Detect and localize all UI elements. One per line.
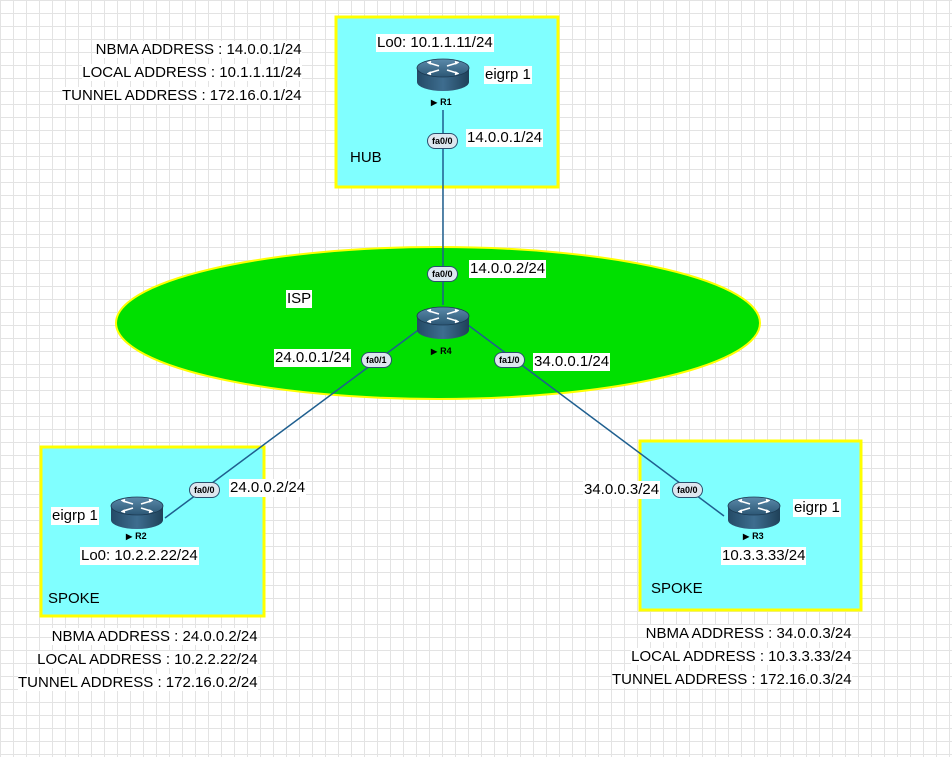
spoke-left-local-address: LOCAL ADDRESS : 10.2.2.22/24 bbox=[37, 651, 258, 668]
spoke-right-ip-label: 34.0.0.3/24 bbox=[583, 481, 661, 499]
hub-protocol-label: eigrp 1 bbox=[484, 66, 532, 84]
spoke-right-nbma-address: NBMA ADDRESS : 34.0.0.3/24 bbox=[645, 625, 852, 642]
router-r2-name: ▶R2 bbox=[126, 531, 147, 541]
spoke-left-nbma-address: NBMA ADDRESS : 24.0.0.2/24 bbox=[51, 628, 258, 645]
isp-port-left-label: fa0/1 bbox=[361, 352, 392, 368]
isp-ip-top-label: 14.0.0.2/24 bbox=[469, 260, 547, 278]
spoke-right-info-block: NBMA ADDRESS : 34.0.0.3/24 LOCAL ADDRESS… bbox=[612, 622, 852, 691]
hub-info-block: NBMA ADDRESS : 14.0.0.1/24 LOCAL ADDRESS… bbox=[62, 38, 302, 107]
isp-port-top-label: fa0/0 bbox=[427, 266, 458, 282]
spoke-left-protocol-label: eigrp 1 bbox=[51, 507, 99, 525]
isp-zone-label: ISP bbox=[286, 290, 313, 308]
hub-tunnel-address: TUNNEL ADDRESS : 172.16.0.1/24 bbox=[62, 87, 302, 104]
spoke-left-zone bbox=[39, 445, 266, 618]
router-r2-icon[interactable] bbox=[110, 496, 164, 530]
spoke-left-info-block: NBMA ADDRESS : 24.0.0.2/24 LOCAL ADDRESS… bbox=[18, 625, 258, 694]
router-r3-icon[interactable] bbox=[727, 496, 781, 530]
spoke-right-zone-label: SPOKE bbox=[651, 580, 703, 597]
spoke-right-protocol-label: eigrp 1 bbox=[793, 499, 841, 517]
spoke-left-ip-label: 24.0.0.2/24 bbox=[229, 479, 307, 497]
spoke-right-loopback-label: 10.3.3.33/24 bbox=[721, 547, 807, 565]
spoke-right-local-address: LOCAL ADDRESS : 10.3.3.33/24 bbox=[631, 648, 852, 665]
isp-ip-right-label: 34.0.0.1/24 bbox=[533, 353, 611, 371]
hub-port-label: fa0/0 bbox=[427, 133, 458, 149]
hub-zone-label: HUB bbox=[350, 149, 382, 166]
hub-local-address: LOCAL ADDRESS : 10.1.1.11/24 bbox=[82, 64, 302, 81]
isp-ip-left-label: 24.0.0.1/24 bbox=[274, 349, 352, 367]
router-r3-name: ▶R3 bbox=[743, 531, 764, 541]
hub-ip-label: 14.0.0.1/24 bbox=[466, 129, 544, 147]
hub-loopback-label: Lo0: 10.1.1.11/24 bbox=[376, 34, 494, 52]
spoke-left-port-label: fa0/0 bbox=[189, 482, 220, 498]
router-r1-name: ▶R1 bbox=[431, 97, 452, 107]
hub-nbma-address: NBMA ADDRESS : 14.0.0.1/24 bbox=[95, 41, 302, 58]
spoke-left-loopback-label: Lo0: 10.2.2.22/24 bbox=[80, 547, 199, 565]
spoke-left-tunnel-address: TUNNEL ADDRESS : 172.16.0.2/24 bbox=[18, 674, 258, 691]
router-r4-icon[interactable] bbox=[416, 306, 470, 340]
isp-port-right-label: fa1/0 bbox=[494, 352, 525, 368]
spoke-right-port-label: fa0/0 bbox=[672, 482, 703, 498]
router-r4-name: ▶R4 bbox=[431, 346, 452, 356]
spoke-right-tunnel-address: TUNNEL ADDRESS : 172.16.0.3/24 bbox=[612, 671, 852, 688]
spoke-left-zone-label: SPOKE bbox=[48, 590, 100, 607]
router-r1-icon[interactable] bbox=[416, 58, 470, 92]
